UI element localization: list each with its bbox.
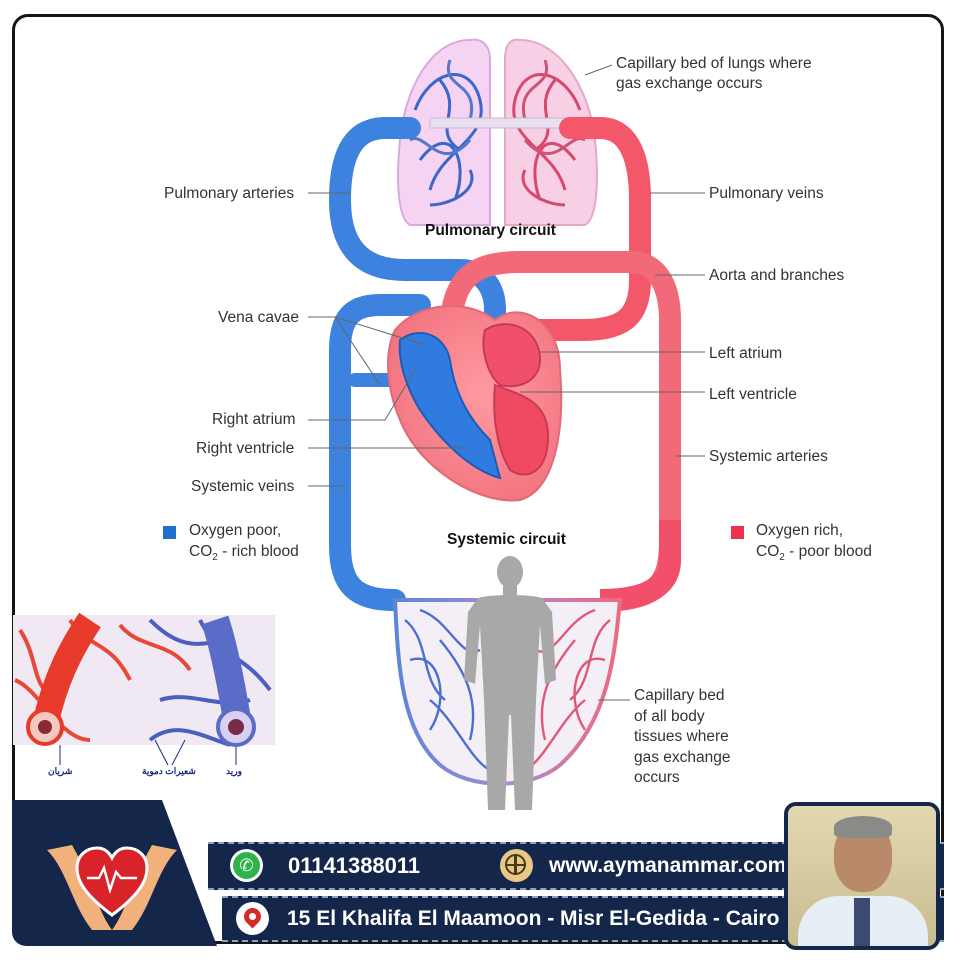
- lungs: [397, 38, 598, 226]
- legend-oxygen-poor-swatch: [163, 526, 176, 539]
- co2-subscript: 2: [779, 552, 785, 564]
- website-link[interactable]: www.aymanammar.com: [549, 854, 787, 877]
- legend-oxygen-poor-line1: Oxygen poor,: [189, 522, 282, 539]
- label-left-ventricle: Left ventricle: [709, 386, 797, 403]
- heart: [387, 305, 563, 502]
- inset-label-vein: وريد: [226, 766, 242, 776]
- doctor-photo: [784, 802, 940, 950]
- pulmonary-veins-vessel: [524, 117, 651, 341]
- legend-oxygen-poor: Oxygen poor, CO2 - rich blood: [189, 520, 299, 568]
- label-pulmonary-veins: Pulmonary veins: [709, 185, 824, 202]
- inset-label-artery: شريان: [48, 766, 73, 776]
- legend-oxygen-poor-line2: CO2 - rich blood: [189, 541, 299, 568]
- phone-icon: ✆: [230, 849, 263, 882]
- label-right-ventricle: Right ventricle: [196, 440, 295, 457]
- label-right-atrium: Right atrium: [212, 411, 296, 428]
- vessel-inset-image: [13, 612, 275, 766]
- rich-blood-text: - rich blood: [217, 543, 299, 560]
- contact-bar-top-edge: [937, 842, 944, 890]
- label-systemic-arteries: Systemic arteries: [709, 448, 828, 465]
- address-text: 15 El Khalifa El Maamoon - Misr El-Gedid…: [287, 907, 780, 930]
- label-left-atrium: Left atrium: [709, 345, 783, 362]
- pulmonary-arteries-vessel: [328, 117, 506, 361]
- contact-bar-bottom-edge: [937, 896, 944, 942]
- legend-oxygen-rich-line2: CO2 - poor blood: [756, 541, 872, 568]
- co2-text: CO: [756, 543, 780, 560]
- co2-subscript: 2: [212, 552, 218, 564]
- contact-footer: ✆ 01141388011 www.aymanammar.com 15 El K…: [12, 800, 944, 950]
- label-pulmonary-circuit: Pulmonary circuit: [425, 222, 556, 239]
- label-vena-cavae: Vena cavae: [218, 309, 300, 326]
- label-systemic-veins: Systemic veins: [191, 478, 295, 495]
- label-aorta: Aorta and branches: [709, 267, 845, 284]
- systemic-veins-vessel: [329, 294, 431, 611]
- contact-bar-bottom: [222, 896, 798, 942]
- legend-oxygen-rich-swatch: [731, 526, 744, 539]
- label-capillary-body: Capillary bed of all body tissues where …: [634, 687, 731, 786]
- location-pin-icon: [236, 902, 269, 935]
- label-pulmonary-arteries: Pulmonary arteries: [164, 185, 295, 202]
- leader-lines: [308, 64, 705, 701]
- globe-icon: [500, 849, 533, 882]
- inset-label-capillaries: شعيرات دموية: [142, 766, 196, 776]
- legend-oxygen-rich-line1: Oxygen rich,: [756, 522, 844, 539]
- label-systemic-circuit: Systemic circuit: [447, 531, 566, 548]
- phone-number[interactable]: 01141388011: [288, 853, 421, 878]
- co2-text: CO: [189, 543, 213, 560]
- human-silhouette: [464, 556, 556, 810]
- heart-hands-logo-icon: [47, 845, 177, 930]
- legend-oxygen-rich: Oxygen rich, CO2 - poor blood: [756, 520, 872, 568]
- poor-blood-text: - poor blood: [784, 543, 872, 560]
- label-capillary-lungs: Capillary bed of lungs where gas exchang…: [616, 55, 812, 92]
